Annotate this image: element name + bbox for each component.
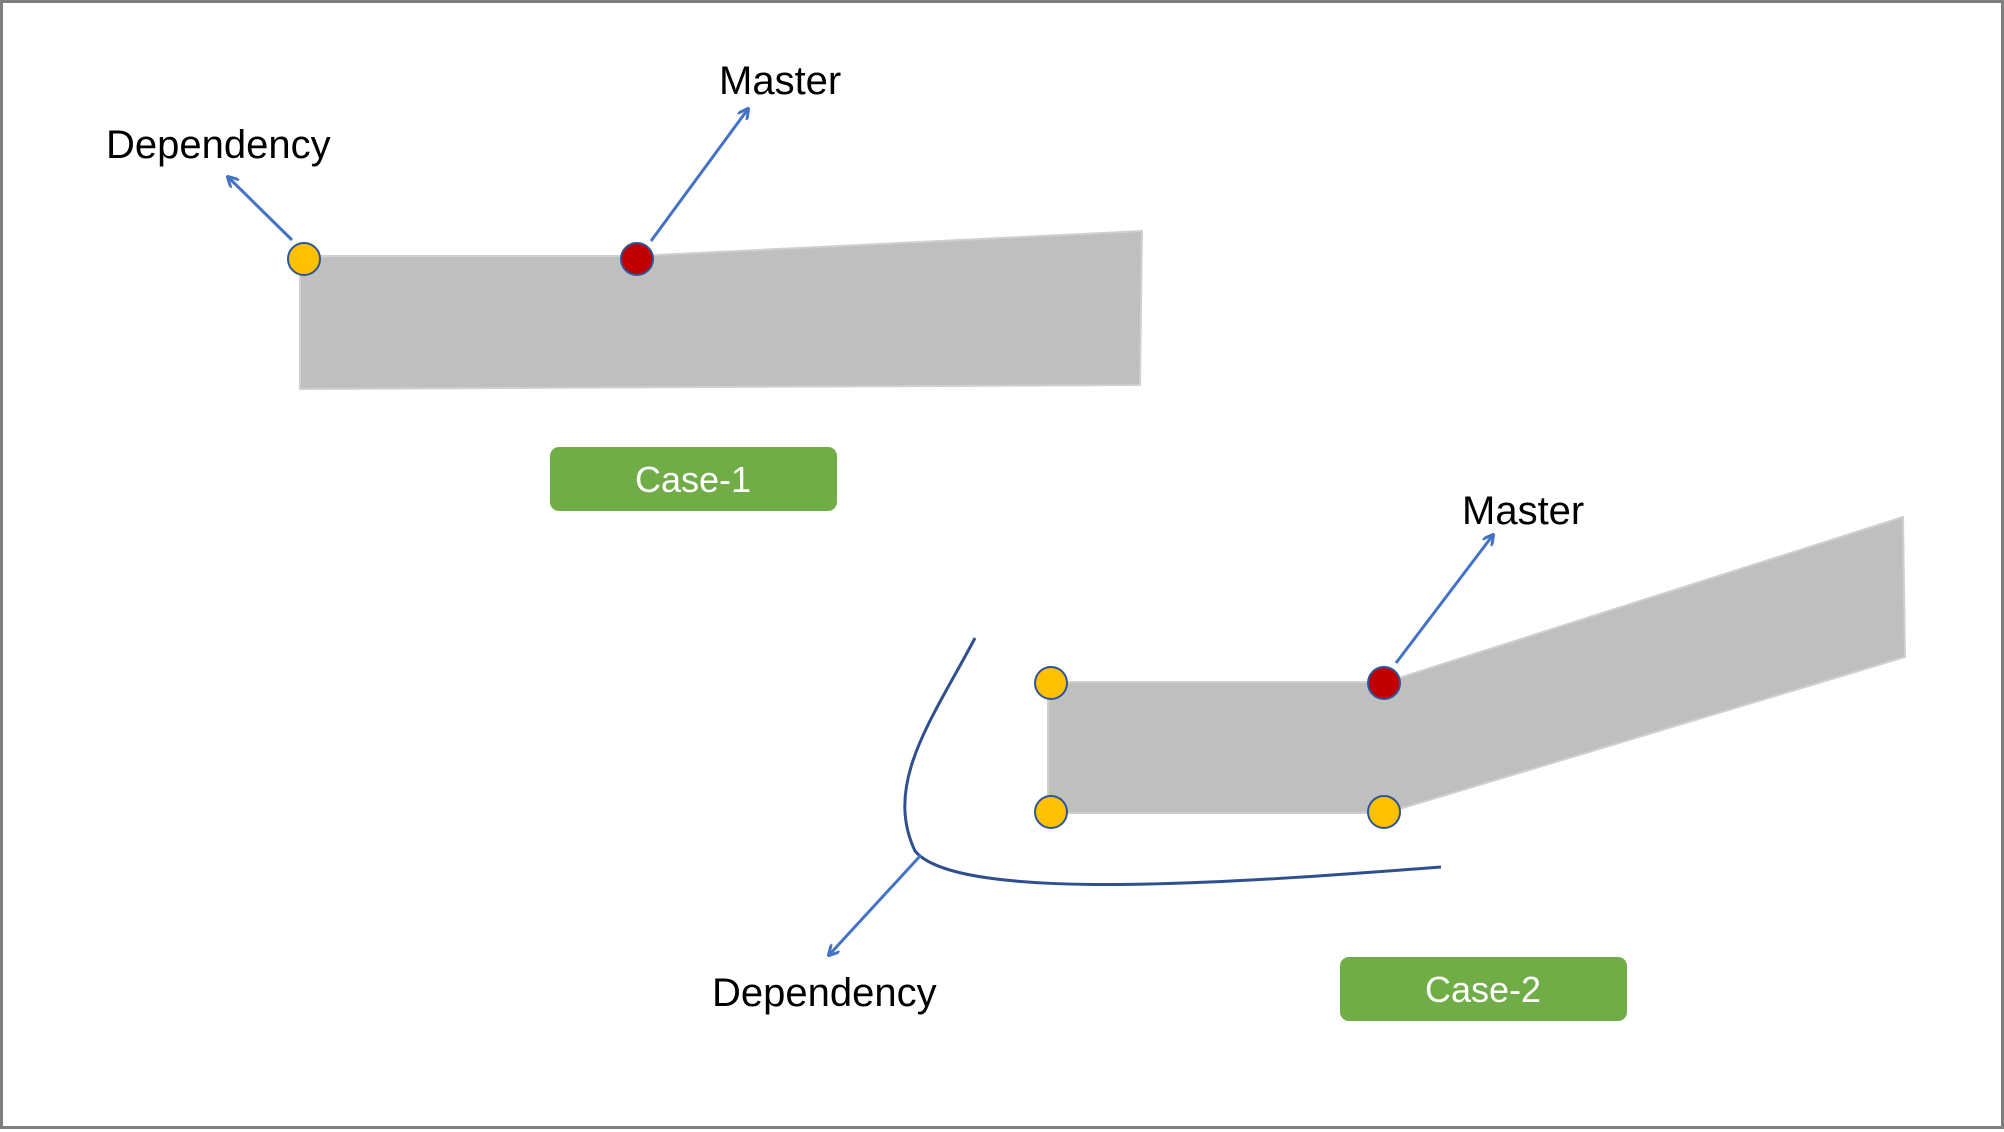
case1-badge: Case-1 — [550, 447, 837, 511]
case1-master-point — [620, 242, 654, 276]
case2-dependency-label: Dependency — [712, 971, 937, 1015]
case1-wall-shape — [299, 229, 1144, 391]
case2-master-point — [1367, 666, 1401, 700]
case2-group: Master Dependency Case-2 — [712, 489, 1907, 1021]
case2-master-arrow — [1394, 535, 1493, 664]
case1-dependency-label: Dependency — [106, 123, 331, 167]
case1-dependency-point — [287, 242, 321, 276]
case2-dependency-arrow — [829, 853, 923, 955]
case2-dependency-point-bottom-left — [1034, 795, 1068, 829]
case1-dependency-arrow — [228, 177, 294, 242]
case2-dependency-point-bottom-right — [1367, 795, 1401, 829]
case1-master-label: Master — [719, 59, 841, 103]
case2-dependency-curve — [903, 637, 1442, 886]
case2-master-label: Master — [1462, 489, 1584, 533]
case2-badge: Case-2 — [1340, 957, 1627, 1021]
case1-group: Master Dependency Case-1 — [106, 59, 1144, 511]
case2-wall-shape — [1047, 515, 1907, 814]
diagram-svg: Master Dependency Case-1 Master Dependen… — [106, 59, 1907, 1021]
case2-badge-label: Case-2 — [1425, 969, 1541, 1010]
case1-badge-label: Case-1 — [635, 459, 751, 500]
case2-badge-bg — [1340, 957, 1627, 1021]
case1-master-arrow — [649, 109, 748, 242]
case1-badge-bg — [550, 447, 837, 511]
case2-dependency-point-top-left — [1034, 666, 1068, 700]
